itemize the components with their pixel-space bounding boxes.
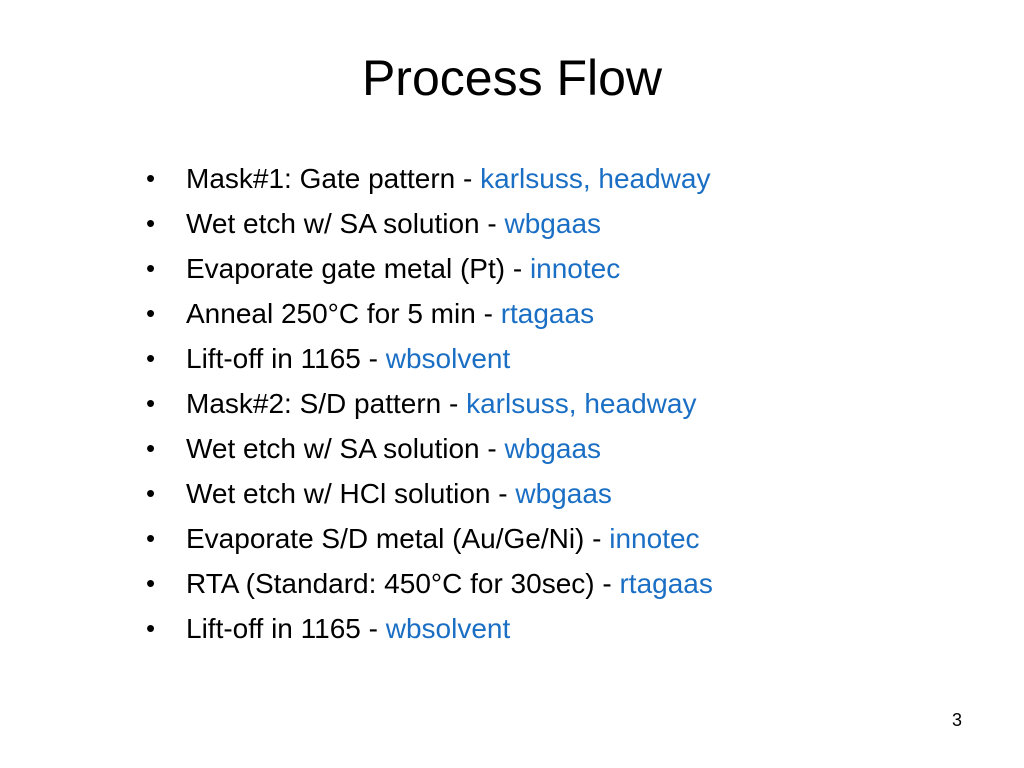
process-step: • Mask#2: S/D pattern - karlsuss, headwa… — [140, 381, 713, 426]
process-step: • Anneal 250°C for 5 min - rtagaas — [140, 291, 713, 336]
step-text: Anneal 250°C for 5 min - — [186, 298, 501, 329]
bullet-icon: • — [146, 163, 156, 193]
bullet-icon: • — [146, 568, 156, 598]
step-text: Wet etch w/ SA solution - — [186, 433, 505, 464]
step-text: RTA (Standard: 450°C for 30sec) - — [186, 568, 620, 599]
step-tool: wbgaas — [515, 478, 612, 509]
step-tool: karlsuss, headway — [480, 163, 711, 194]
bullet-icon: • — [146, 253, 156, 283]
process-step: • Lift-off in 1165 - wbsolvent — [140, 606, 713, 651]
page-number: 3 — [951, 710, 962, 730]
step-tool: wbgaas — [504, 433, 602, 464]
step-tool: wbsolvent — [385, 613, 511, 644]
process-step: • Wet etch w/ SA solution - wbgaas — [140, 201, 713, 246]
step-text: Lift-off in 1165 - — [186, 343, 386, 374]
step-tool: wbgaas — [504, 208, 602, 239]
step-text: Wet etch w/ SA solution - — [186, 208, 505, 239]
process-step: • Evaporate gate metal (Pt) - innotec — [140, 246, 713, 291]
process-step: • Wet etch w/ SA solution - wbgaas — [140, 426, 713, 471]
step-text: Evaporate S/D metal (Au/Ge/Ni) - — [186, 523, 610, 554]
process-step-list: • Mask#1: Gate pattern - karlsuss, headw… — [140, 156, 713, 651]
step-text: Mask#1: Gate pattern - — [186, 163, 481, 194]
step-text: Mask#2: S/D pattern - — [186, 388, 467, 419]
step-text: Lift-off in 1165 - — [186, 613, 386, 644]
bullet-icon: • — [146, 388, 156, 418]
step-text: Wet etch w/ HCl solution - — [186, 478, 516, 509]
process-step: • Evaporate S/D metal (Au/Ge/Ni) - innot… — [140, 516, 713, 561]
step-tool: innotec — [529, 253, 621, 284]
step-text: Evaporate gate metal (Pt) - — [186, 253, 530, 284]
bullet-icon: • — [146, 343, 156, 373]
slide-title: Process Flow — [361, 50, 663, 106]
process-step: • Wet etch w/ HCl solution - wbgaas — [140, 471, 713, 516]
bullet-icon: • — [146, 298, 156, 328]
bullet-icon: • — [146, 613, 156, 643]
bullet-icon: • — [146, 523, 156, 553]
step-tool: rtagaas — [500, 298, 595, 329]
process-step: • Lift-off in 1165 - wbsolvent — [140, 336, 713, 381]
bullet-icon: • — [146, 208, 156, 238]
step-tool: karlsuss, headway — [466, 388, 697, 419]
step-tool: innotec — [609, 523, 700, 554]
step-tool: rtagaas — [619, 568, 713, 599]
step-tool: wbsolvent — [385, 343, 511, 374]
process-step: • RTA (Standard: 450°C for 30sec) - rtag… — [140, 561, 713, 606]
bullet-icon: • — [146, 478, 156, 508]
process-step: • Mask#1: Gate pattern - karlsuss, headw… — [140, 156, 713, 201]
bullet-icon: • — [146, 433, 156, 463]
